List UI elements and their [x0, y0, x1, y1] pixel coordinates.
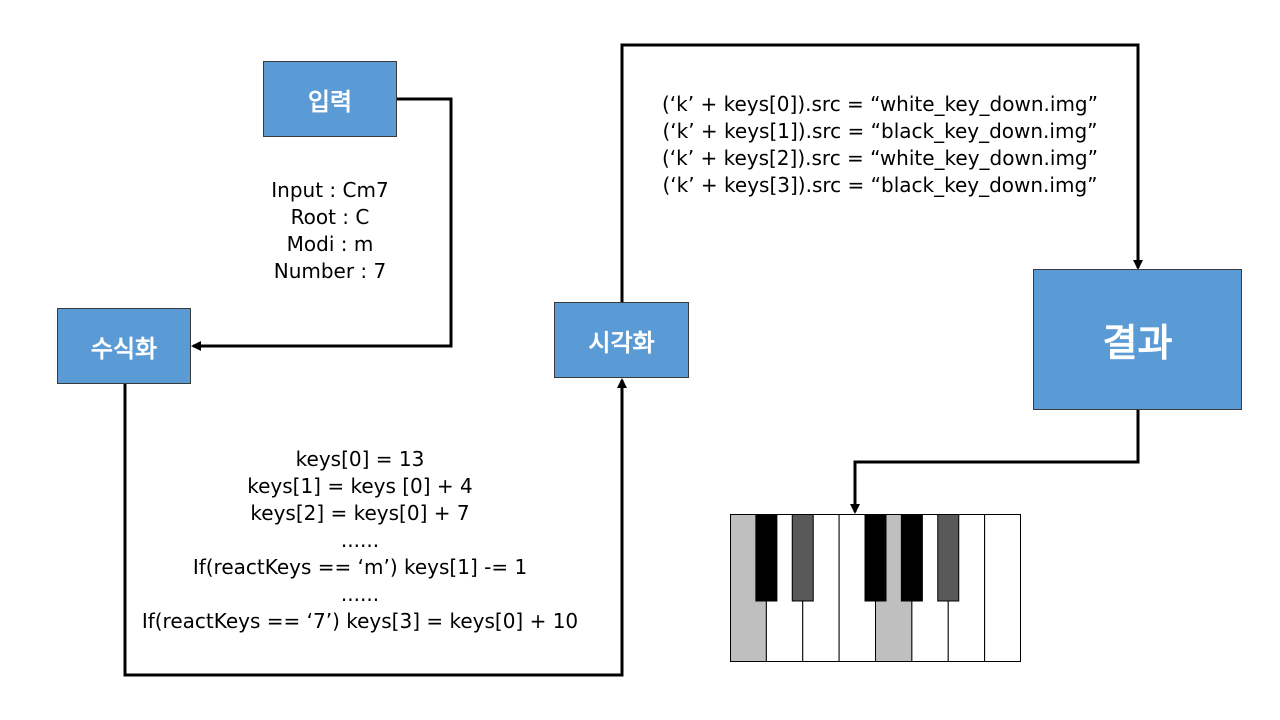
code-line: (‘k’ + keys[1]).src = “black_key_down.im… [662, 119, 1098, 143]
input-box: 입력 [263, 61, 397, 137]
input-description: Input : Cm7 Root : C Modi : m Number : 7 [218, 177, 442, 285]
formula-box: 수식화 [57, 308, 191, 384]
root-line: Root : C [290, 205, 370, 229]
piano-keyboard [730, 514, 1021, 662]
result-box: 결과 [1033, 269, 1242, 410]
modi-line: Modi : m [286, 232, 374, 256]
arrow-result-to-piano [850, 410, 1140, 514]
number-line: Number : 7 [273, 259, 387, 283]
black-key [864, 514, 887, 602]
code-line: keys[1] = keys [0] + 4 [247, 474, 473, 498]
code-line: (‘k’ + keys[3]).src = “black_key_down.im… [662, 173, 1098, 197]
black-key [900, 514, 923, 602]
input-box-label: 입력 [307, 87, 353, 116]
code-line: If(reactKeys == ‘7’) keys[3] = keys[0] +… [141, 609, 579, 633]
black-key [791, 514, 814, 602]
arrow-formula-to-visualize [123, 378, 627, 677]
black-key [755, 514, 778, 602]
code-line: keys[0] = 13 [295, 447, 425, 471]
visualize-code: (‘k’ + keys[0]).src = “white_key_down.im… [630, 91, 1130, 199]
code-line: (‘k’ + keys[0]).src = “white_key_down.im… [662, 92, 1098, 116]
keyboard-border [730, 514, 1021, 662]
arrow-visualize-to-result [620, 43, 1143, 302]
code-ellipsis: ...... [340, 582, 380, 606]
code-line: If(reactKeys == ‘m’) keys[1] -= 1 [192, 555, 528, 579]
formula-box-label: 수식화 [90, 334, 158, 363]
black-key [937, 514, 960, 602]
visualize-box-label: 시각화 [588, 328, 655, 357]
arrow-input-to-formula [191, 97, 453, 351]
code-line: (‘k’ + keys[2]).src = “white_key_down.im… [662, 146, 1098, 170]
formula-code: keys[0] = 13 keys[1] = keys [0] + 4 keys… [120, 446, 600, 635]
result-box-label: 결과 [1102, 321, 1173, 365]
white-key [984, 514, 1021, 662]
code-line: keys[2] = keys[0] + 7 [250, 501, 470, 525]
visualize-box: 시각화 [554, 302, 689, 378]
input-line: Input : Cm7 [271, 178, 389, 202]
code-ellipsis: ...... [340, 528, 380, 552]
